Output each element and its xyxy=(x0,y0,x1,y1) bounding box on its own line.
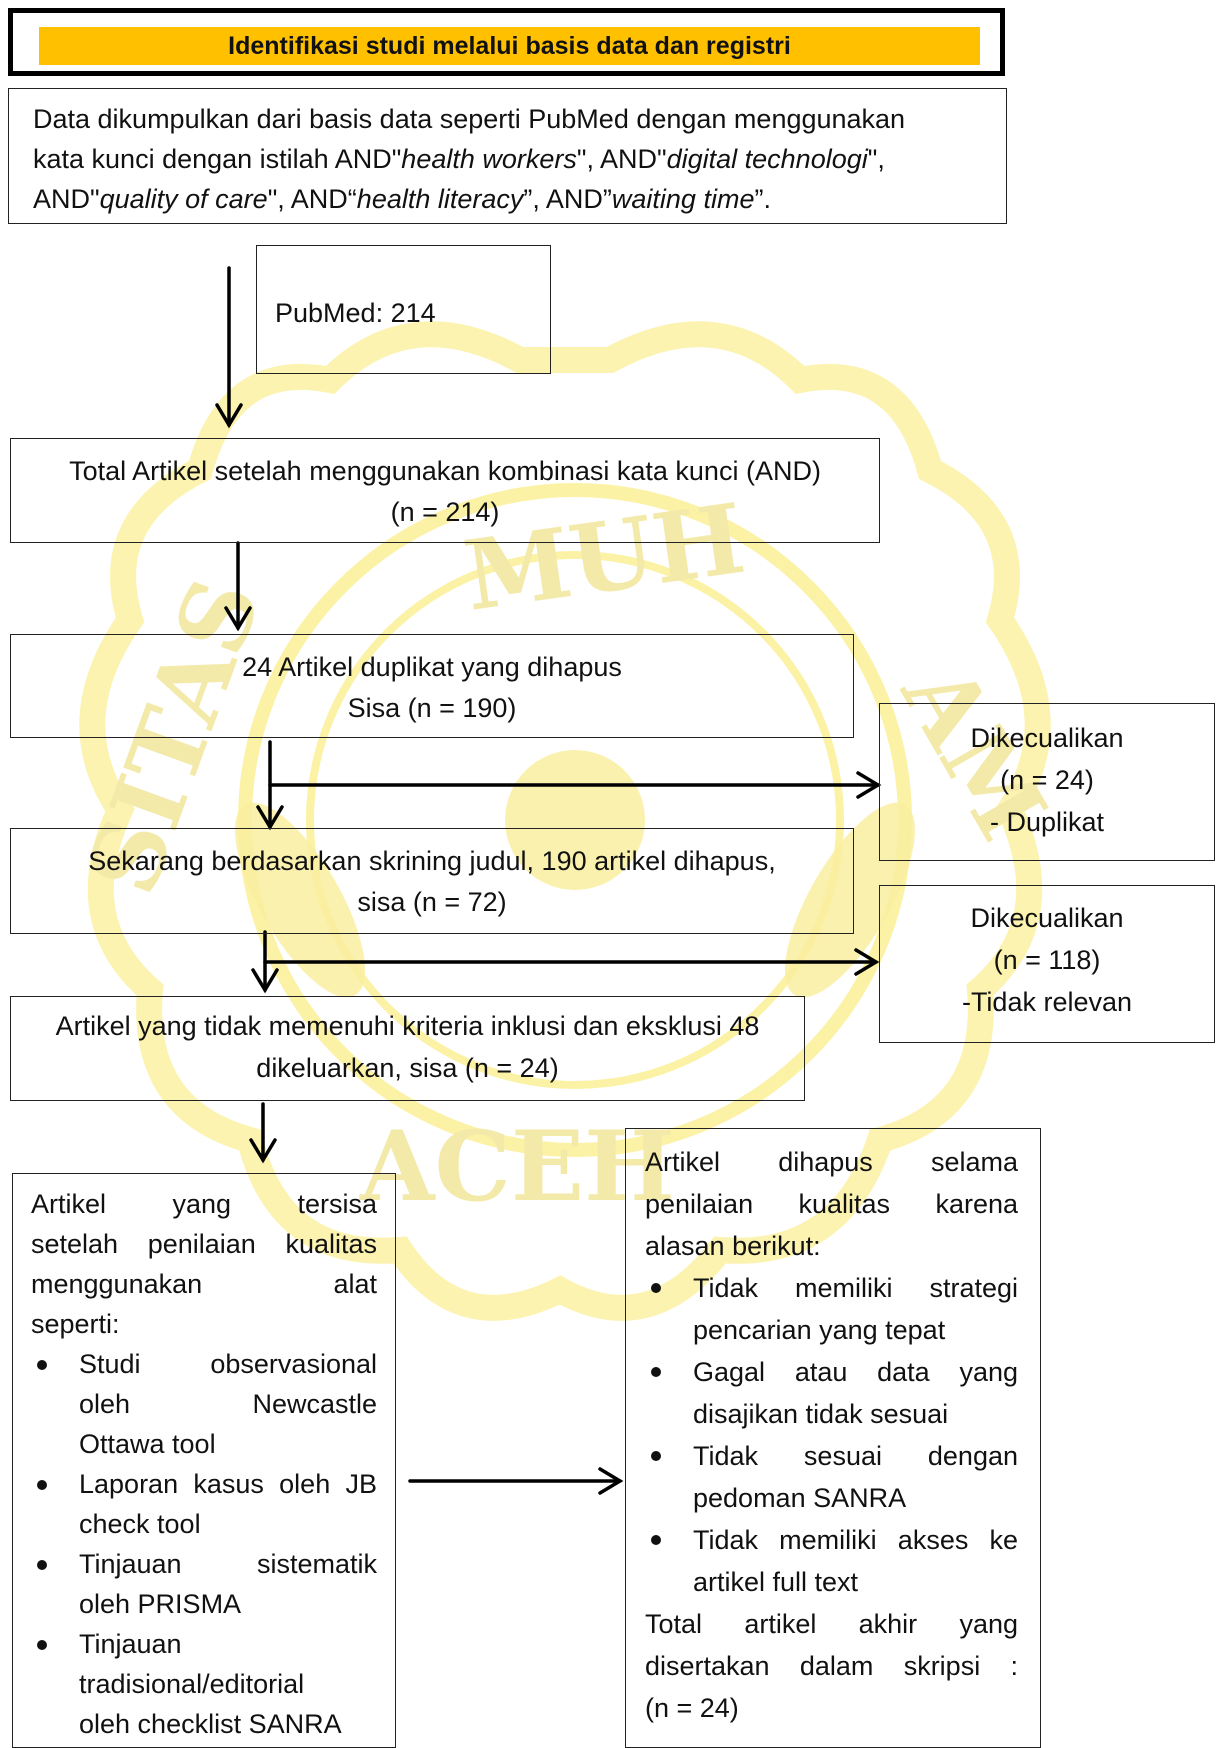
remaining-tool-item-text: tradisional/editorial xyxy=(79,1669,305,1699)
removed-reason-item: Tidak memiliki strategi pencarian yang te… xyxy=(645,1267,1018,1351)
removed-reasons-list: Tidak memiliki strategi pencarian yang te… xyxy=(645,1267,1018,1603)
intro-segment: kata kunci dengan istilah AND" xyxy=(33,144,402,174)
header-box: Identifikasi studi melalui basis data da… xyxy=(8,8,1005,76)
removed-reason-item-text: Tidak memiliki akses ke xyxy=(693,1525,1018,1555)
intro-segment: ”, AND” xyxy=(523,184,612,214)
remaining-tool-item-text: oleh PRISMA xyxy=(79,1589,242,1619)
intro-keyword: health workers xyxy=(401,144,577,174)
intro-line: kata kunci dengan istilah AND"health wor… xyxy=(33,139,982,179)
duplicates-line-2: Sisa (n = 190) xyxy=(347,693,517,723)
remaining-tool-item-text: Tinjauan sistematik xyxy=(79,1549,377,1579)
removed-reason-item-text: Gagal atau data yang xyxy=(693,1357,1018,1387)
excluded1-reason: - Duplikat xyxy=(989,807,1105,837)
intro-box: Data dikumpulkan dari basis data seperti… xyxy=(8,88,1007,224)
criteria-line-2: dikeluarkan, sisa (n = 24) xyxy=(256,1053,559,1083)
final-total-text: Total artikel akhir yang disertakan dalam… xyxy=(645,1603,1018,1729)
criteria-line-1: Artikel yang tidak memenuhi kriteria ink… xyxy=(55,1011,760,1041)
header-title: Identifikasi studi melalui basis data da… xyxy=(39,27,980,65)
remaining-intro-line: Artikel yang tersisa xyxy=(31,1189,377,1219)
removed-reason-item-text: pedoman SANRA xyxy=(693,1483,907,1513)
final-total-line: (n = 24) xyxy=(645,1693,739,1723)
intro-segment: ", xyxy=(867,144,885,174)
removed-reason-item: Tidak memiliki akses ke artikel full text xyxy=(645,1519,1018,1603)
remaining-tool-item-text: oleh checklist SANRA xyxy=(79,1709,342,1739)
removed-intro-line: penilaian kualitas karena xyxy=(645,1189,1018,1219)
remaining-tool-item: Tinjauan sistematik oleh PRISMA xyxy=(31,1544,377,1624)
removed-reason-item-text: Tidak sesuai dengan xyxy=(693,1441,1018,1471)
duplicates-box: 24 Artikel duplikat yang dihapus Sisa (n… xyxy=(10,634,854,738)
intro-segment: ", AND" xyxy=(576,144,667,174)
intro-text: Data dikumpulkan dari basis data seperti… xyxy=(33,99,982,219)
screening-line-2: sisa (n = 72) xyxy=(357,887,507,917)
source-box: PubMed: 214 xyxy=(256,245,551,374)
total-line-1: Total Artikel setelah menggunakan kombin… xyxy=(69,456,821,486)
excluded2-title: Dikecualikan xyxy=(970,903,1124,933)
removed-intro-line: alasan berikut: xyxy=(645,1231,821,1261)
excluded-duplicates-box: Dikecualikan (n = 24) - Duplikat xyxy=(879,703,1215,861)
remaining-intro-line: setelah penilaian kualitas xyxy=(31,1229,377,1259)
removed-articles-box: Artikel dihapus selama penilaian kualitas… xyxy=(625,1128,1041,1748)
removed-reason-item: Gagal atau data yang disajikan tidak sesu… xyxy=(645,1351,1018,1435)
removed-reason-item-text: pencarian yang tepat xyxy=(693,1315,946,1345)
intro-keyword: waiting time xyxy=(611,184,755,214)
remaining-tool-item: Tinjauan tradisional/editorial oleh checkl… xyxy=(31,1624,377,1744)
remaining-intro-line: menggunakan alat xyxy=(31,1269,377,1299)
remaining-tool-item: Laporan kasus oleh JB check tool xyxy=(31,1464,377,1544)
remaining-tool-item-text: check tool xyxy=(79,1509,201,1539)
criteria-box: Artikel yang tidak memenuhi kriteria ink… xyxy=(10,996,805,1101)
remaining-tool-item-text: Ottawa tool xyxy=(79,1429,216,1459)
intro-segment: Data dikumpulkan dari basis data seperti… xyxy=(33,104,906,134)
excluded2-count: (n = 118) xyxy=(993,945,1101,975)
excluded1-count: (n = 24) xyxy=(1000,765,1094,795)
remaining-tool-item-text: Laporan kasus oleh JB xyxy=(79,1469,377,1499)
duplicates-line-1: 24 Artikel duplikat yang dihapus xyxy=(242,652,622,682)
removed-reason-item-text: Tidak memiliki strategi xyxy=(693,1273,1018,1303)
intro-keyword: digital technologi xyxy=(666,144,868,174)
intro-keyword: health literacy xyxy=(356,184,524,214)
intro-segment: ", AND“ xyxy=(267,184,357,214)
excluded-irrelevant-box: Dikecualikan (n = 118) -Tidak relevan xyxy=(879,885,1215,1043)
final-total-line: disertakan dalam skripsi : xyxy=(645,1651,1018,1681)
remaining-tool-item-text: Studi observasional xyxy=(79,1349,377,1379)
svg-text:ACEH: ACEH xyxy=(359,1110,675,1223)
removed-reason-item-text: artikel full text xyxy=(693,1567,859,1597)
excluded1-title: Dikecualikan xyxy=(970,723,1124,753)
remaining-tool-item-text: oleh Newcastle xyxy=(79,1389,377,1419)
screening-line-1: Sekarang berdasarkan skrining judul, 190… xyxy=(88,846,776,876)
intro-line: AND"quality of care", AND“health literac… xyxy=(33,179,982,219)
removed-intro-text: Artikel dihapus selama penilaian kualitas… xyxy=(645,1141,1018,1267)
removed-reason-item: Tidak sesuai dengan pedoman SANRA xyxy=(645,1435,1018,1519)
removed-intro-line: Artikel dihapus selama xyxy=(645,1147,1018,1177)
intro-segment: ”. xyxy=(754,184,771,214)
remaining-tool-item-text: Tinjauan xyxy=(79,1629,182,1659)
total-box: Total Artikel setelah menggunakan kombin… xyxy=(10,438,880,543)
remaining-intro-text: Artikel yang tersisa setelah penilaian ku… xyxy=(31,1184,377,1344)
intro-segment: AND" xyxy=(33,184,100,214)
source-label: PubMed: 214 xyxy=(275,298,436,328)
total-line-2: (n = 214) xyxy=(390,497,500,527)
final-total-line: Total artikel akhir yang xyxy=(645,1609,1018,1639)
remaining-intro-line: seperti: xyxy=(31,1309,120,1339)
remaining-articles-box: Artikel yang tersisa setelah penilaian ku… xyxy=(12,1173,396,1748)
removed-reason-item-text: disajikan tidak sesuai xyxy=(693,1399,949,1429)
intro-line: Data dikumpulkan dari basis data seperti… xyxy=(33,99,982,139)
screening-box: Sekarang berdasarkan skrining judul, 190… xyxy=(10,828,854,934)
excluded2-reason: -Tidak relevan xyxy=(961,987,1133,1017)
intro-keyword: quality of care xyxy=(99,184,268,214)
